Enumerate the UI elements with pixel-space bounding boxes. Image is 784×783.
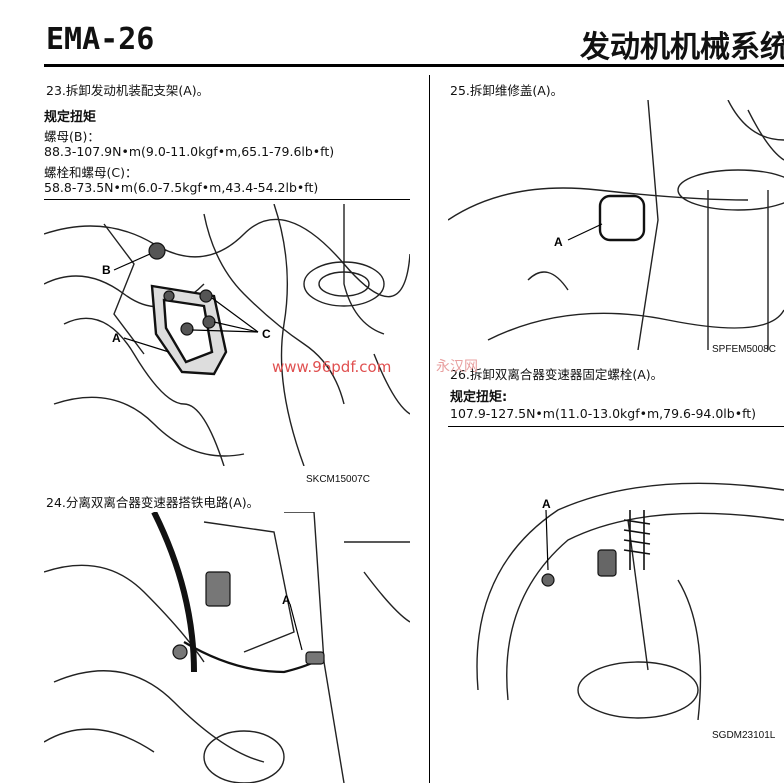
label-a: A	[112, 331, 121, 345]
label-c: C	[262, 327, 271, 341]
header-rule	[44, 64, 784, 67]
section-code: EMA-26	[46, 22, 155, 57]
label-b: B	[102, 263, 111, 277]
separator-2	[448, 426, 784, 427]
label-a-fig4: A	[542, 497, 551, 511]
column-divider	[429, 75, 430, 783]
step-24: 24.分离双离合器变速器搭铁电路(A)。	[46, 495, 260, 510]
bolt-nut-value: 58.8-73.5N•m(6.0-7.5kgf•m,43.4-54.2lb•ft…	[44, 180, 319, 195]
separator-1	[44, 199, 410, 200]
figure-service-cover: A	[448, 100, 784, 350]
figure-transmission-bolt: A	[448, 450, 784, 720]
figure-engine-mount: B A C	[44, 204, 410, 466]
chapter-title: 发动机机械系统	[580, 30, 784, 65]
watermark-text: 永汉网	[436, 359, 478, 375]
torque-heading-right: 规定扭矩:	[450, 390, 508, 405]
nut-value: 88.3-107.9N•m(9.0-11.0kgf•m,65.1-79.6lb•…	[44, 144, 335, 159]
label-a-fig3: A	[554, 235, 563, 249]
step-23: 23.拆卸发动机装配支架(A)。	[46, 83, 210, 98]
step-26: 26.拆卸双离合器变速器固定螺栓(A)。	[450, 367, 664, 382]
torque-value-right: 107.9-127.5N•m(11.0-13.0kgf•m,79.6-94.0l…	[450, 406, 757, 421]
caption-fig1: SKCM15007C	[306, 474, 370, 485]
watermark-url: www.96pdf.com	[272, 358, 392, 376]
step-25: 25.拆卸维修盖(A)。	[450, 83, 564, 98]
torque-heading-left: 规定扭矩	[44, 110, 97, 125]
caption-fig4: SGDM23101L	[712, 730, 776, 741]
nut-label: 螺母(B)：	[44, 129, 100, 144]
bolt-nut-label: 螺栓和螺母(C)：	[44, 165, 138, 180]
figure-ground-circuit: A	[44, 512, 410, 783]
caption-fig3: SPFEM5008C	[712, 344, 776, 355]
label-a-fig2: A	[282, 593, 291, 607]
